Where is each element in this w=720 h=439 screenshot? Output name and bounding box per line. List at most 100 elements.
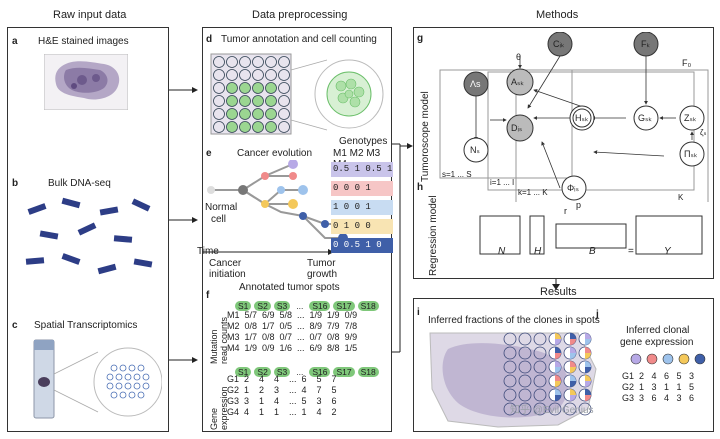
spot-label: S3 (273, 367, 291, 377)
tumor-spot (252, 95, 264, 107)
panel-g-letter: g (417, 33, 424, 44)
result-spot (518, 360, 532, 374)
results-panel: i Inferred fractions of the clones in sp… (413, 298, 714, 432)
methods-to-results-arrow (552, 279, 560, 290)
panel-b-letter: b (12, 178, 19, 189)
spot (213, 108, 225, 120)
spot-label: S17 (333, 301, 355, 311)
spot-label: ... (296, 367, 304, 377)
clonal-expression-row: G1 2 4 6 5 3 (622, 371, 695, 381)
spot (278, 121, 290, 133)
result-spot (518, 402, 532, 416)
spot (239, 69, 251, 81)
f0-label: F₀ (682, 58, 692, 68)
k-range-label: k=1 ... K (518, 188, 548, 197)
tumor-spot (239, 121, 251, 133)
clone-fraction-wedge (555, 361, 561, 367)
clone-color-dot (694, 353, 706, 365)
spot (226, 69, 238, 81)
time-axis-label: Time (197, 246, 219, 257)
clone-fraction-wedge (585, 367, 591, 373)
clone-fraction-wedge (585, 381, 591, 387)
node-c-ik: Cᵢₖ (553, 39, 565, 49)
genotypes-title: Genotypes (339, 136, 388, 147)
panel-a-letter: a (12, 36, 18, 47)
clone-fraction-wedge (585, 353, 591, 359)
clone-fraction-wedge (555, 389, 561, 395)
clone-fraction-wedge (555, 333, 561, 339)
initiation-label-1: Cancer (209, 258, 242, 269)
node-h-sk: Hₛₖ (575, 113, 589, 123)
matrix-h: H (534, 246, 542, 257)
clone-fraction-wedge (570, 367, 576, 373)
clone-fraction-wedge (570, 347, 576, 353)
genotype-row: 0 0.5 1 0 (331, 238, 393, 253)
normal-label-1: Normal (205, 202, 238, 213)
result-spot (533, 388, 547, 402)
result-spot (518, 374, 532, 388)
clone-fraction-wedge (570, 381, 576, 387)
matrix-b: B (589, 246, 596, 257)
spatial-transcriptomics-illustration (33, 339, 162, 419)
mutation-label: Mutation read counts (209, 317, 229, 364)
clonal-expression-row: G3 3 6 4 3 6 (622, 393, 695, 403)
clone-fraction-wedge (555, 381, 561, 387)
result-spot (533, 346, 547, 360)
clone-fraction-wedge (585, 361, 591, 367)
clone-fraction-wedge (585, 333, 591, 339)
result-spot (503, 374, 517, 388)
gene-row: G1 2 4 4 ... 6 5 7 (227, 374, 337, 384)
node-z-sk: Zₛₖ (684, 113, 697, 123)
panel-d-letter: d (206, 34, 213, 45)
i-range-label: i=1 ... I (490, 178, 515, 187)
header-results: Results (540, 286, 577, 298)
spot (239, 56, 251, 68)
p-label: p (576, 200, 582, 210)
node-d-is: Dᵢₛ (511, 123, 523, 133)
spot-label: S2 (254, 301, 271, 311)
result-spot (503, 332, 517, 346)
genotype-row: 1 0 0 1 (331, 200, 393, 215)
clone-color-dot (678, 353, 690, 365)
panel-b-title: Bulk DNA-seq (48, 178, 111, 189)
panel-f-letter: f (206, 290, 210, 301)
regression-side-label-text: Regression model (428, 195, 439, 276)
result-spot (503, 402, 517, 416)
clone-fraction-wedge (585, 395, 591, 401)
result-spot (533, 360, 547, 374)
k-plate-label: K (678, 193, 684, 202)
result-spot (503, 388, 517, 402)
panel-d-title: Tumor annotation and cell counting (221, 34, 377, 45)
methods-panel: g Tumoroscope model (413, 27, 714, 279)
mutation-row: M3 1/7 0/8 0/7 ... 0/7 0/8 9/9 (227, 332, 358, 342)
spot-label: S1 (235, 367, 252, 377)
mutation-row: M2 0/8 1/7 0/5 ... 8/9 7/9 7/8 (227, 321, 358, 331)
tumor-spot (265, 121, 277, 133)
clone-fraction-wedge (570, 353, 576, 359)
spot (252, 56, 264, 68)
result-spot (503, 346, 517, 360)
result-spot (518, 332, 532, 346)
clone-fraction-wedge (570, 375, 576, 381)
spot (278, 95, 290, 107)
normal-label-2: cell (211, 214, 227, 225)
clone-fraction-wedge (585, 339, 591, 345)
panel-c-title: Spatial Transcriptomics (34, 320, 138, 331)
s-range-label: s=1 ... S (442, 170, 472, 179)
panel-j-title-2: gene expression (620, 337, 694, 348)
clone-fraction-wedge (555, 367, 561, 373)
genotype-row: 0 1 0 0 (331, 219, 393, 234)
clone-fraction-wedge (555, 375, 561, 381)
header-methods: Methods (536, 9, 579, 21)
mutation-label-1: Mutation (209, 329, 219, 364)
clone-fraction-wedge (555, 339, 561, 345)
mutation-row: M4 1/9 0/9 1/6 ... 6/9 8/8 1/5 (227, 343, 358, 353)
tumor-spot (226, 82, 238, 94)
tumor-spot (252, 108, 264, 120)
clone-fraction-wedge (555, 353, 561, 359)
growth-label-2: growth (307, 269, 338, 280)
tumor-spot (265, 95, 277, 107)
clone-fraction-wedge (570, 389, 576, 395)
tumor-spot (226, 121, 238, 133)
panel-e-letter: e (206, 148, 212, 159)
